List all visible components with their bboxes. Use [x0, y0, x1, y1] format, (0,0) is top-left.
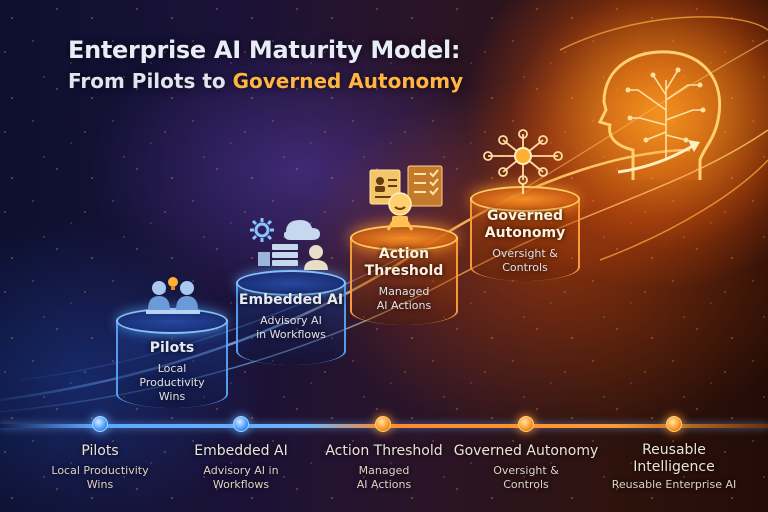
- timeline-node-reusable-intelligence: [666, 416, 682, 432]
- stage-label-governed-autonomy: Governed Autonomy Oversight & Controls: [470, 208, 580, 275]
- stage-pedestal-pilots: [116, 308, 228, 408]
- timeline-item-desc-line-1: Oversight &: [493, 464, 559, 477]
- stage-desc-line-1: Managed: [378, 285, 430, 298]
- timeline-item-desc-line-1: Managed: [358, 464, 410, 477]
- cloud-server-user-icon: [250, 218, 328, 270]
- timeline-node-action-threshold: [375, 416, 391, 432]
- timeline-item-desc-line-1: Local Productivity: [51, 464, 149, 477]
- timeline-item-desc-line-1: Advisory AI in: [203, 464, 279, 477]
- timeline-item-name-line-2: Intelligence: [633, 459, 715, 475]
- stage-desc-line-2: AI Actions: [376, 299, 432, 312]
- stage-name: Embedded AI: [238, 292, 344, 308]
- stage-name-line-2: Autonomy: [484, 225, 566, 241]
- pedestal-top: [236, 270, 346, 296]
- stage-desc-line-2: in Workflows: [256, 328, 326, 341]
- stage-desc-line-1: Advisory AI: [260, 314, 322, 327]
- timeline-item-name: Embedded AI: [194, 443, 288, 459]
- timeline-node-pilots: [92, 416, 108, 432]
- network-hub-icon: [483, 129, 563, 194]
- stage-desc-line-2: Controls: [502, 261, 548, 274]
- stage-desc-line-2: Productivity: [139, 376, 205, 389]
- timeline-item-desc-line-1: Reusable Enterprise AI: [611, 478, 737, 491]
- title-line-2: From Pilots to Governed Autonomy: [68, 66, 463, 96]
- timeline-item-desc-line-2: Wins: [86, 478, 114, 491]
- title-line-2-prefix: From Pilots to: [68, 69, 233, 93]
- stage-pedestal-embedded-ai: [236, 270, 346, 365]
- timeline-item-name-line-1: Reusable: [642, 442, 706, 458]
- title-highlight: Governed Autonomy: [232, 69, 464, 93]
- stage-desc-line-1: Local: [157, 362, 187, 375]
- pedestal-top: [350, 225, 458, 251]
- page-title: Enterprise AI Maturity Model: From Pilot…: [68, 34, 463, 96]
- robot-checklist-icon: [369, 165, 443, 231]
- stage-label-pilots: Pilots Local Productivity Wins: [116, 340, 228, 404]
- timeline-item-name: Governed Autonomy: [453, 443, 599, 459]
- timeline-node-governed-autonomy: [518, 416, 534, 432]
- timeline-item-desc-line-2: Workflows: [212, 478, 270, 491]
- stage-name-line-2: Threshold: [364, 263, 444, 279]
- timeline-item-action-threshold: Action Threshold Managed AI Actions: [309, 442, 459, 492]
- stage-desc-line-3: Wins: [158, 390, 186, 403]
- timeline-node-embedded-ai: [233, 416, 249, 432]
- timeline-item-desc-line-2: AI Actions: [356, 478, 412, 491]
- pedestal-body: [350, 237, 458, 325]
- stage-name: Pilots: [149, 340, 195, 356]
- title-line-1: Enterprise AI Maturity Model:: [68, 36, 461, 64]
- stage-name-line-1: Governed: [486, 208, 564, 224]
- stage-pedestal-action-threshold: [350, 225, 458, 325]
- pedestal-top: [470, 186, 580, 212]
- ai-head-circuit-icon: [597, 50, 721, 180]
- timeline-item-governed-autonomy: Governed Autonomy Oversight & Controls: [451, 442, 601, 492]
- stage-desc-line-1: Oversight &: [492, 247, 558, 260]
- timeline-item-name: Action Threshold: [325, 443, 443, 459]
- timeline-item-desc-line-2: Controls: [503, 478, 549, 491]
- timeline-item-pilots: Pilots Local Productivity Wins: [25, 442, 175, 492]
- timeline-item-name: Pilots: [81, 443, 119, 459]
- pedestal-body: [116, 320, 228, 408]
- stage-name-line-1: Action: [378, 246, 430, 262]
- timeline-item-embedded-ai: Embedded AI Advisory AI in Workflows: [166, 442, 316, 492]
- timeline-item-reusable-intelligence: Reusable Intelligence Reusable Enterpris…: [599, 442, 749, 492]
- stage-label-action-threshold: Action Threshold Managed AI Actions: [350, 246, 458, 313]
- people-lightbulb-icon: [146, 277, 200, 314]
- stage-pedestal-governed-autonomy: [470, 186, 580, 281]
- stage-label-embedded-ai: Embedded AI Advisory AI in Workflows: [236, 292, 346, 342]
